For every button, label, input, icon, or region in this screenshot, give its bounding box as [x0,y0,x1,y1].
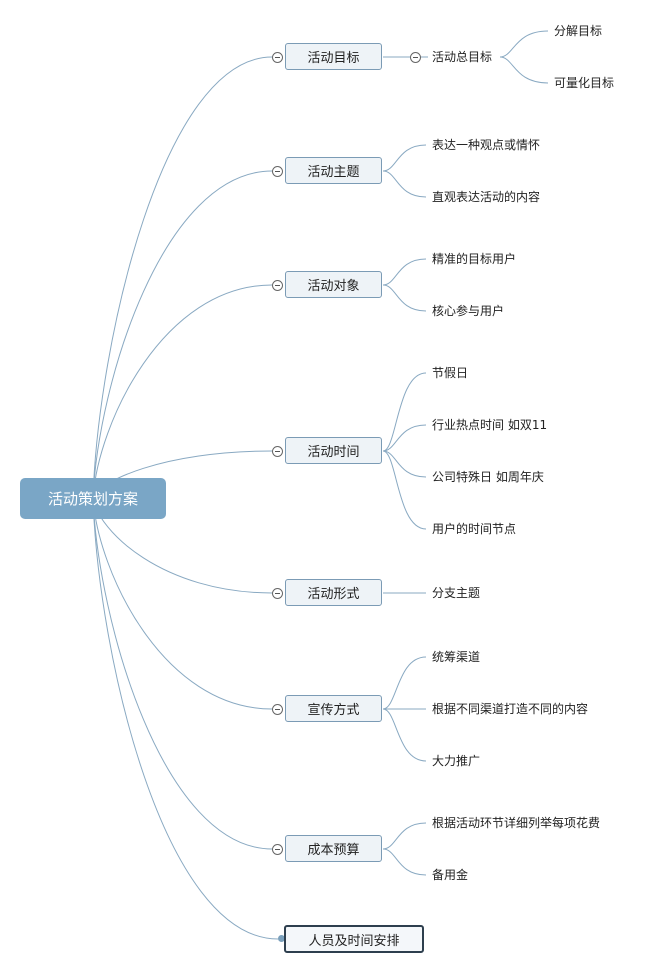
collapse-icon[interactable] [272,446,283,457]
leaf-topic[interactable]: 根据活动环节详细列举每项花费 [432,816,601,830]
connector-line [382,424,427,452]
root-topic[interactable]: 活动策划方案 [20,478,166,519]
leaf-topic[interactable]: 节假日 [432,366,469,380]
connector-line [382,450,427,530]
leaf-topic[interactable]: 表达一种观点或情怀 [432,138,541,152]
connector-line [92,497,279,940]
connector-line [382,170,427,198]
collapse-icon[interactable] [272,52,283,63]
branch-activity-goal[interactable]: 活动目标 [285,43,382,70]
connector-line [382,822,427,850]
leaf-topic[interactable]: 分支主题 [432,586,481,600]
leaf-topic[interactable]: 公司特殊日 如周年庆 [432,470,544,484]
collapse-icon[interactable] [272,844,283,855]
leaf-topic[interactable]: 精准的目标用户 [432,252,517,266]
leaf-topic[interactable]: 可量化目标 [554,76,615,90]
connector-line [499,30,549,58]
collapse-icon[interactable] [272,280,283,291]
collapse-icon[interactable] [272,588,283,599]
connector-line [382,284,427,312]
branch-cost-budget[interactable]: 成本预算 [285,835,382,862]
connector-line [92,284,273,499]
collapse-icon[interactable] [410,52,421,63]
leaf-topic[interactable]: 直观表达活动的内容 [432,190,541,204]
branch-staff-schedule[interactable]: 人员及时间安排 [284,925,424,953]
connector-line [382,258,427,286]
leaf-topic[interactable]: 根据不同渠道打造不同的内容 [432,702,589,716]
connection-dot [278,935,285,942]
connector-line [499,56,549,84]
connector-line [92,497,273,710]
leaf-topic[interactable]: 大力推广 [432,754,481,768]
branch-activity-time[interactable]: 活动时间 [285,437,382,464]
branch-promotion-method[interactable]: 宣传方式 [285,695,382,722]
leaf-topic[interactable]: 备用金 [432,868,469,882]
connector-line [92,170,273,499]
branch-activity-audience[interactable]: 活动对象 [285,271,382,298]
connector-line [92,497,273,850]
collapse-icon[interactable] [272,166,283,177]
connector-line [382,372,427,452]
leaf-topic[interactable]: 分解目标 [554,24,603,38]
leaf-topic[interactable]: 用户的时间节点 [432,522,517,536]
connector-line [382,656,427,710]
branch-activity-format[interactable]: 活动形式 [285,579,382,606]
branch-activity-theme[interactable]: 活动主题 [285,157,382,184]
leaf-topic[interactable]: 行业热点时间 如双11 [432,418,548,432]
subtopic-overall-goal[interactable]: 活动总目标 [432,50,493,64]
leaf-topic[interactable]: 核心参与用户 [432,304,505,318]
connector-line [382,450,427,478]
connector-line [382,144,427,172]
leaf-topic[interactable]: 统筹渠道 [432,650,481,664]
connector-line [92,56,273,499]
collapse-icon[interactable] [272,704,283,715]
connector-line [382,848,427,876]
connector-line [382,708,427,762]
